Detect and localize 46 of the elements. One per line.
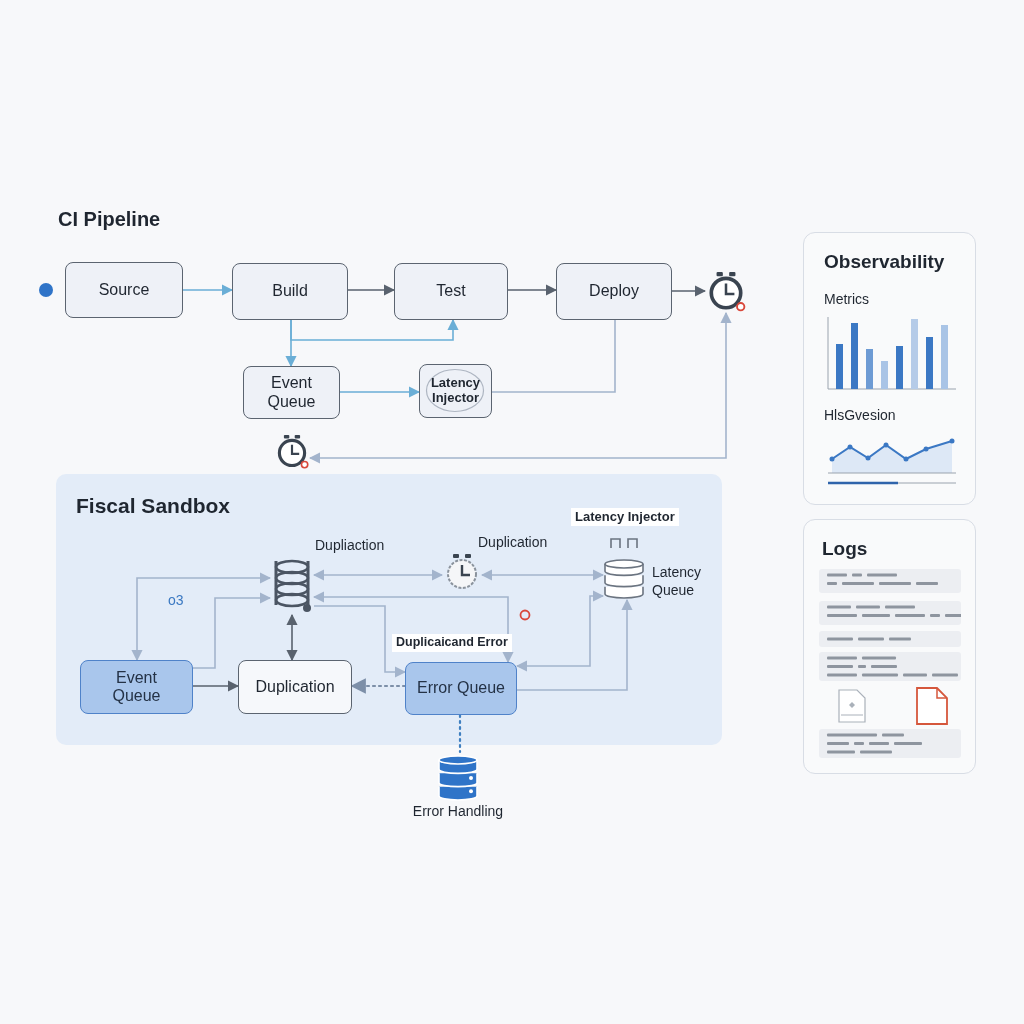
arrow xyxy=(286,613,298,662)
arrow xyxy=(339,386,421,398)
chart-title: HlsGvesion xyxy=(824,407,896,423)
sandbox-panel xyxy=(56,474,722,745)
arrow xyxy=(312,569,444,581)
process-box: Error Queue xyxy=(405,662,517,715)
panel-title: Logs xyxy=(822,538,868,560)
process-box: Deploy xyxy=(556,263,672,320)
arrow xyxy=(312,591,514,664)
dotted-connector xyxy=(350,678,407,694)
dashboard-card xyxy=(803,232,976,505)
dotted-connector xyxy=(458,713,462,754)
arrow xyxy=(347,284,396,296)
process-box: Duplication xyxy=(238,660,352,714)
arrow xyxy=(313,605,407,678)
arrow xyxy=(515,590,605,672)
arrow xyxy=(507,284,558,296)
arrow xyxy=(131,572,272,662)
icon-label: Latency Queue xyxy=(652,564,703,599)
icon-label: Error Handling xyxy=(411,803,505,821)
arrow xyxy=(480,569,605,581)
database-icon xyxy=(603,536,645,600)
database-icon xyxy=(437,752,479,802)
arrow xyxy=(290,318,459,341)
chart-title: Metrics xyxy=(824,291,870,307)
arrow xyxy=(308,311,732,464)
icon-label: Duplication xyxy=(478,534,548,552)
icon-label: Duplicaicand Error xyxy=(392,634,512,652)
icon-label: Dupliaction xyxy=(315,537,385,555)
section-title: CI Pipeline xyxy=(58,208,161,231)
group-title: Fiscal Sandbox xyxy=(76,494,231,518)
process-box: Event Queue xyxy=(243,366,340,419)
arrow xyxy=(192,680,240,692)
panel-title: Observability xyxy=(824,251,945,273)
arrow xyxy=(182,284,234,296)
logs-card xyxy=(803,519,976,774)
process-box: Build xyxy=(232,263,348,320)
process-box: Latency Injector xyxy=(419,364,492,418)
process-box: Test xyxy=(394,263,508,320)
process-box: Source xyxy=(65,262,183,318)
icon-label: Latency Injector xyxy=(571,508,679,527)
arrow xyxy=(192,592,272,669)
arrow xyxy=(671,285,707,297)
arrow xyxy=(516,598,633,691)
process-box: Event Queue xyxy=(80,660,193,714)
callout-number: o3 xyxy=(168,592,184,608)
